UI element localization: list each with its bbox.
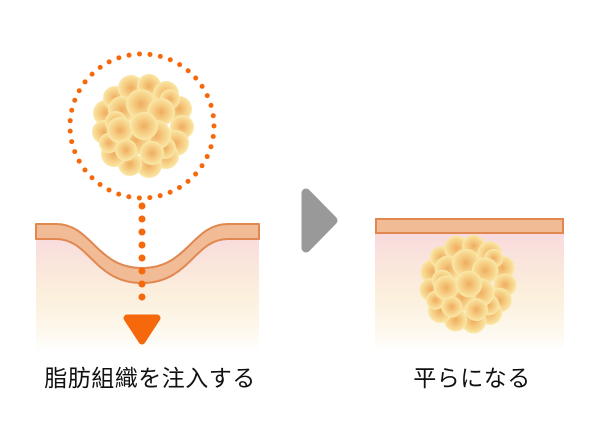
caption-before: 脂肪組織を注入する — [44, 365, 256, 391]
skin-layer-flat — [375, 218, 564, 234]
dotted-circle-highlight-icon — [67, 51, 217, 201]
injection-arrowhead-icon — [123, 314, 161, 345]
panel-after — [375, 218, 564, 348]
next-step-arrow-icon — [301, 188, 338, 253]
subcutaneous-tissue-before — [36, 239, 259, 350]
fat-tissue-cluster-before — [92, 74, 194, 178]
caption-after: 平らになる — [413, 365, 531, 391]
before-after-illustration — [35, 51, 564, 350]
skin-layer-depressed — [35, 223, 260, 284]
panel-before — [35, 51, 260, 350]
